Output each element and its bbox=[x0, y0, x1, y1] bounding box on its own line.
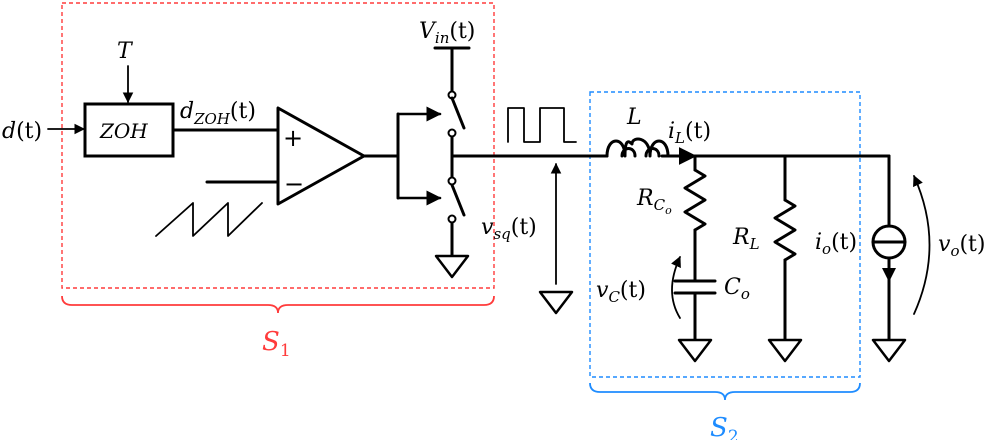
vsq-label: vsq(t) bbox=[481, 215, 537, 243]
ground-cap bbox=[677, 338, 713, 363]
subsystem-s2-label: S2 bbox=[710, 413, 739, 440]
inductor-coil bbox=[605, 137, 670, 158]
rco-resistor bbox=[683, 168, 707, 232]
square-wave-icon bbox=[507, 107, 577, 143]
inductor-label: L bbox=[626, 105, 642, 130]
zoh-output-label: dZOH(t) bbox=[180, 99, 256, 128]
subsystem-s2-brace bbox=[589, 382, 861, 401]
rl-resistor bbox=[773, 198, 797, 262]
vo-label: vo(t) bbox=[938, 232, 985, 260]
io-label: io(t) bbox=[815, 230, 857, 258]
ground-switch bbox=[434, 254, 470, 279]
vc-label: vC(t) bbox=[596, 278, 646, 306]
ground-io bbox=[871, 338, 907, 363]
vin-label: Vin(t) bbox=[419, 19, 475, 47]
subsystem-s1-label: S1 bbox=[262, 327, 291, 361]
comparator-triangle bbox=[276, 106, 366, 206]
subsystem-s2-box bbox=[589, 91, 861, 378]
ground-rl bbox=[767, 338, 803, 363]
co-label: Co bbox=[724, 275, 750, 303]
vo-arrow bbox=[913, 175, 931, 315]
rl-label: RL bbox=[732, 225, 760, 253]
subsystem-s1-brace bbox=[61, 295, 495, 314]
sawtooth-waveform bbox=[155, 202, 263, 237]
zoh-block bbox=[83, 102, 175, 158]
rco-label: RCo bbox=[636, 186, 672, 217]
switch-bottom-pivot bbox=[447, 176, 457, 186]
io-direction-arrow bbox=[882, 268, 896, 282]
period-label: T bbox=[117, 39, 134, 64]
ground-vsq bbox=[538, 290, 574, 315]
comparator-plus: + bbox=[283, 124, 303, 152]
switch-top-pivot bbox=[447, 128, 457, 138]
zoh-label: ZOH bbox=[99, 119, 148, 143]
switch-bottom-blade bbox=[450, 183, 466, 217]
comparator-minus: − bbox=[284, 170, 304, 198]
subsystem-s1-box bbox=[61, 2, 495, 289]
switch-bottom-contact bbox=[447, 214, 457, 224]
il-label: iL(t) bbox=[668, 119, 711, 147]
switch-top-blade bbox=[450, 96, 466, 130]
input-label: d(t) bbox=[2, 119, 42, 144]
vc-arrow bbox=[671, 256, 681, 319]
inductor-coil-detail bbox=[620, 147, 661, 158]
